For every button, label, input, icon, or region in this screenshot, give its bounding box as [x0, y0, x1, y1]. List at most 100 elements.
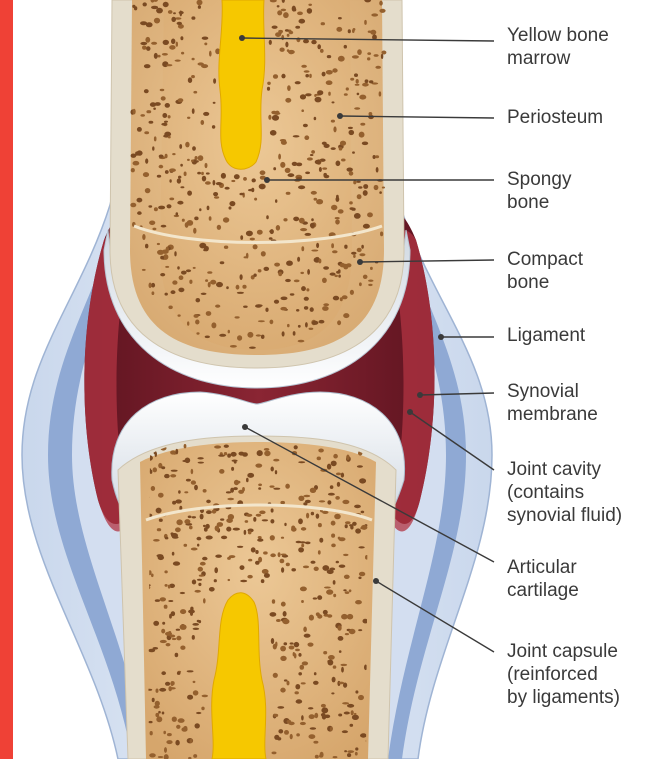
spongy-pore	[198, 583, 201, 586]
spongy-pore	[170, 450, 176, 454]
spongy-pore	[298, 496, 304, 501]
spongy-pore	[151, 486, 155, 491]
spongy-pore	[300, 587, 307, 592]
spongy-pore	[216, 282, 223, 287]
spongy-pore	[335, 219, 340, 224]
spongy-pore	[296, 309, 299, 312]
spongy-pore	[304, 135, 309, 140]
spongy-pore	[152, 291, 155, 295]
spongy-pore	[344, 712, 350, 715]
label-synovial-membrane: Synovial membrane	[507, 380, 598, 426]
spongy-pore	[133, 109, 136, 115]
spongy-pore	[322, 511, 328, 514]
spongy-pore	[226, 518, 233, 523]
spongy-pore	[180, 609, 186, 614]
spongy-pore	[171, 470, 178, 472]
spongy-pore	[299, 19, 306, 24]
spongy-pore	[298, 185, 305, 189]
spongy-pore	[153, 467, 157, 472]
spongy-pore	[215, 305, 220, 308]
spongy-pore	[266, 215, 269, 219]
spongy-pore	[253, 274, 256, 277]
spongy-pore	[189, 526, 193, 530]
spongy-pore	[287, 34, 290, 37]
spongy-pore	[339, 682, 345, 685]
spongy-pore	[284, 523, 286, 526]
spongy-pore	[351, 710, 354, 715]
spongy-pore	[171, 290, 176, 294]
spongy-pore	[244, 530, 247, 535]
spongy-pore	[256, 304, 263, 307]
leader-dot-spongy-bone	[264, 177, 270, 183]
spongy-pore	[349, 171, 354, 175]
spongy-pore	[304, 306, 308, 310]
spongy-pore	[331, 534, 335, 538]
spongy-pore	[250, 238, 255, 241]
spongy-pore	[170, 681, 173, 686]
spongy-pore	[177, 266, 180, 269]
spongy-pore	[161, 671, 166, 675]
spongy-pore	[179, 144, 182, 149]
label-periosteum: Periosteum	[507, 106, 603, 129]
spongy-pore	[294, 653, 297, 658]
spongy-pore	[269, 40, 272, 45]
spongy-pore	[182, 219, 185, 222]
spongy-pore	[285, 484, 290, 489]
spongy-pore	[199, 575, 204, 577]
spongy-pore	[281, 297, 288, 301]
spongy-pore	[144, 89, 149, 93]
spongy-pore	[192, 623, 199, 626]
spongy-pore	[281, 537, 284, 539]
spongy-pore	[171, 533, 178, 538]
spongy-pore	[176, 629, 180, 631]
spongy-pore	[348, 127, 353, 129]
spongy-pore	[270, 320, 274, 325]
spongy-pore	[278, 272, 282, 276]
spongy-pore	[271, 638, 274, 644]
spongy-pore	[317, 44, 321, 49]
spongy-pore	[347, 614, 353, 620]
spongy-pore	[196, 332, 199, 334]
spongy-pore	[367, 52, 371, 55]
spongy-pore	[171, 39, 175, 45]
spongy-pore	[165, 170, 169, 174]
spongy-pore	[261, 579, 265, 583]
spongy-pore	[159, 165, 164, 169]
spongy-pore	[298, 518, 303, 524]
spongy-pore	[257, 538, 263, 541]
spongy-pore	[192, 146, 196, 151]
spongy-pore	[174, 251, 176, 256]
spongy-pore	[298, 547, 304, 552]
spongy-pore	[317, 90, 323, 95]
spongy-pore	[157, 528, 161, 531]
spongy-pore	[331, 205, 337, 210]
spongy-pore	[160, 256, 164, 260]
spongy-pore	[197, 544, 199, 547]
spongy-pore	[134, 6, 137, 10]
spongy-pore	[267, 82, 271, 85]
spongy-pore	[145, 158, 148, 163]
spongy-pore	[380, 232, 383, 237]
spongy-pore	[358, 695, 364, 700]
spongy-pore	[193, 228, 196, 234]
spongy-pore	[285, 29, 289, 32]
spongy-pore	[149, 283, 152, 289]
spongy-pore	[246, 478, 249, 483]
spongy-pore	[347, 753, 351, 757]
spongy-pore	[246, 253, 249, 259]
spongy-pore	[327, 614, 332, 617]
spongy-pore	[314, 117, 317, 121]
spongy-pore	[161, 123, 167, 126]
spongy-pore	[352, 151, 355, 153]
spongy-pore	[168, 306, 172, 310]
leader-dot-periosteum	[337, 113, 343, 119]
spongy-pore	[291, 568, 296, 571]
spongy-pore	[195, 160, 198, 162]
spongy-pore	[300, 541, 306, 543]
spongy-pore	[261, 251, 266, 256]
label-joint-capsule: Joint capsule (reinforced by ligaments)	[507, 640, 620, 709]
spongy-pore	[258, 320, 265, 322]
spongy-pore	[353, 255, 356, 258]
spongy-pore	[185, 222, 189, 228]
spongy-pore	[318, 259, 321, 264]
